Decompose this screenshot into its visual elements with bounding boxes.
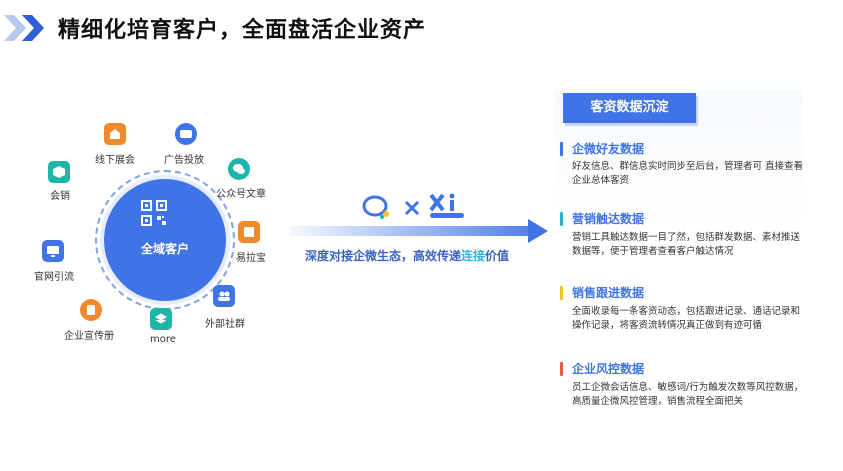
arrow-caption: 深度对接企微生态，高效传递连接价值 <box>305 247 509 264</box>
ad-icon <box>175 123 197 145</box>
times-icon <box>404 200 420 216</box>
more-icon <box>150 308 172 330</box>
chevron-right-icon <box>22 15 44 41</box>
section-title: 企微好友数据 <box>572 142 645 156</box>
panel-title: 客资数据沉淀 <box>563 93 696 123</box>
arrow-caption-part: 价值 <box>485 249 510 263</box>
section-desc: 好友信息、群信息实时同步至后台，管理者可 直接查看企业总体客资 <box>572 161 804 186</box>
section-bar <box>560 212 563 226</box>
section-title: 营销触达数据 <box>572 212 645 226</box>
section-bar <box>560 362 563 376</box>
wecom-logo-icon <box>362 195 389 219</box>
arrow-caption-highlight: 连接 <box>461 249 486 263</box>
section-desc: 员工企微会话信息、敏感词/行为触发次数等风控数据，高质量企微风控管理，销售流程全… <box>572 382 804 407</box>
section-title: 企业风控数据 <box>572 362 645 376</box>
satellite-label: 企业宣传册 <box>64 331 114 342</box>
exhibition-icon <box>104 123 126 145</box>
community-icon <box>213 285 235 307</box>
section-bar <box>560 142 563 156</box>
arrow-head-icon <box>528 219 548 243</box>
satellite-label: 公众号文章 <box>216 189 266 200</box>
conference-icon <box>48 161 70 183</box>
chevron-right-icon <box>4 15 26 41</box>
flow-arrow <box>290 226 530 236</box>
section-bar <box>560 286 563 300</box>
page-title: 精细化培育客户，全面盘活企业资产 <box>58 18 427 43</box>
qr-code-icon <box>141 200 167 226</box>
brochure-icon <box>80 299 102 321</box>
satellite-label: 官网引流 <box>34 272 74 283</box>
satellite-label: more <box>150 334 176 345</box>
section-desc: 全面收录每一条客资动态，包括跟进记录、通话记录和操作记录，将客资流转情况真正做到… <box>572 306 801 331</box>
hub-label: 全域客户 <box>140 242 189 256</box>
satellite-label: 外部社群 <box>205 319 245 330</box>
satellite-label: 广告投放 <box>164 155 204 166</box>
satellite-label: 线下展会 <box>95 155 135 166</box>
data-panel <box>555 90 803 430</box>
section-desc: 营销工具触达数据一目了然，包括群发数据、素材推送数据等，便于管理者查看客户触达情… <box>572 232 801 257</box>
arrow-caption-part: 深度对接企微生态，高效传递 <box>305 249 462 263</box>
satellite-label: 易拉宝 <box>236 253 266 264</box>
hub-core <box>104 179 226 301</box>
satellite-label: 会销 <box>50 191 70 202</box>
banner-icon <box>238 221 260 243</box>
wechat-article-icon <box>228 158 250 180</box>
section-title: 销售跟进数据 <box>572 286 645 300</box>
xi-logo-icon <box>429 193 464 218</box>
website-icon <box>42 240 64 262</box>
